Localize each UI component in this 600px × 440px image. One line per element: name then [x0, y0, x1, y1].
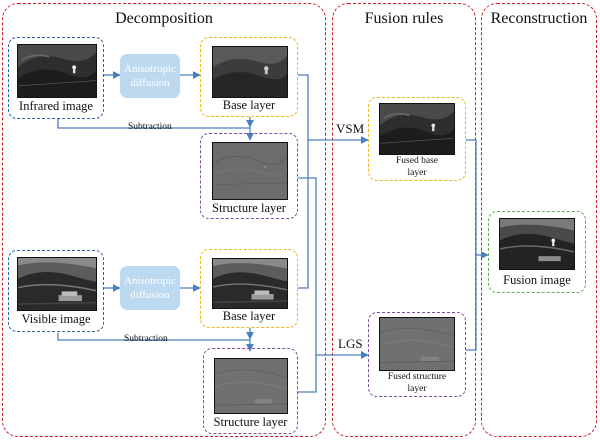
lgs-label: LGS — [338, 336, 363, 351]
fused-base-layer-image — [379, 103, 455, 155]
fused-structure-caption-line1: Fused structure — [387, 372, 447, 382]
reconstruction-title: Reconstruction — [490, 10, 588, 27]
visible-process-line2: diffusion — [130, 289, 170, 301]
infrared-structure-layer-image — [212, 142, 288, 200]
visible-base-layer-box: Base layer — [200, 249, 298, 328]
decomposition-panel: Decomposition — [2, 3, 326, 437]
fused-structure-layer-image — [379, 317, 455, 371]
infrared-base-layer-box: Base layer — [200, 37, 298, 117]
reconstruction-panel: Reconstruction — [481, 3, 597, 437]
fusion-rules-title: Fusion rules — [364, 10, 444, 27]
infrared-process-line1: Anisotropic — [124, 63, 176, 75]
infrared-structure-layer-caption: Structure layer — [212, 201, 286, 215]
infrared-subtraction-label: Subtraction — [128, 122, 172, 132]
visible-structure-layer-caption: Structure layer — [213, 415, 288, 429]
infrared-image — [17, 44, 97, 98]
fusion-image — [499, 218, 575, 270]
visible-base-layer-image — [212, 258, 288, 309]
visible-image-caption: Visible image — [21, 312, 91, 326]
fused-structure-caption-line2: layer — [407, 384, 427, 394]
infrared-image-caption: Infrared image — [19, 99, 93, 113]
visible-process-line1: Anisotropic — [124, 275, 176, 287]
vsm-label: VSM — [336, 121, 365, 136]
infrared-image-box: Infrared image — [8, 37, 104, 119]
fused-base-caption-line1: Fused base — [396, 156, 438, 166]
infrared-anisotropic-diffusion: Anisotropic diffusion — [120, 54, 180, 98]
visible-image-box: Visible image — [8, 250, 104, 332]
visible-anisotropic-diffusion: Anisotropic diffusion — [120, 266, 180, 310]
decomposition-title: Decomposition — [115, 10, 213, 27]
fused-base-caption-line2: layer — [407, 168, 427, 178]
fused-structure-layer-box: Fused structure layer — [368, 312, 466, 397]
visible-base-layer-caption: Base layer — [222, 309, 276, 323]
infrared-structure-layer-box: Structure layer — [200, 133, 298, 219]
fused-base-layer-box: Fused base layer — [368, 97, 466, 181]
visible-structure-layer-image — [214, 358, 288, 414]
visible-structure-layer-box: Structure layer — [203, 348, 298, 434]
infrared-base-layer-caption: Base layer — [222, 98, 276, 112]
infrared-base-layer-image — [212, 46, 288, 98]
visible-image — [17, 257, 97, 311]
fusion-image-box: Fusion image — [488, 211, 586, 293]
fusion-image-caption: Fusion image — [503, 273, 571, 287]
infrared-process-line2: diffusion — [130, 77, 170, 89]
visible-subtraction-label: Subtraction — [124, 334, 168, 344]
